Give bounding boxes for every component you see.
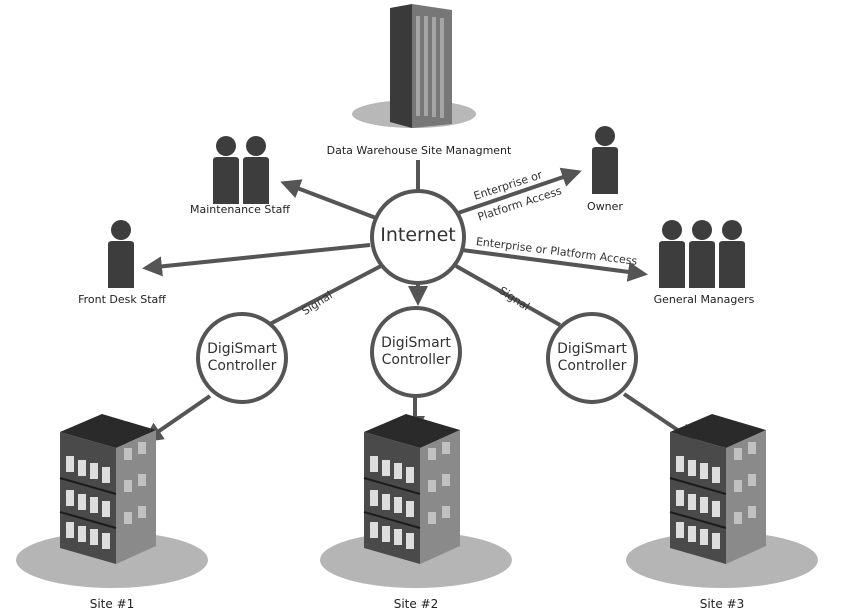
internet-node — [370, 189, 466, 285]
general-managers-label: General Managers — [653, 293, 755, 306]
controller-label-1-line1: DigiSmart — [207, 341, 277, 357]
edge-internet-controller-1 — [267, 264, 382, 327]
maintenance-staff-icon — [213, 136, 269, 204]
owner-icon — [592, 126, 618, 194]
general-managers-icon — [659, 220, 745, 288]
site-2-label: Site #2 — [393, 597, 439, 611]
controller-node-1 — [196, 312, 288, 404]
front-desk-staff-icon — [108, 220, 134, 288]
site-2-building-icon — [319, 413, 513, 589]
controller-label-3: DigiSmart Controller — [548, 341, 636, 375]
controller-label-2-line2: Controller — [381, 352, 451, 368]
controller-node-3 — [546, 312, 638, 404]
controller-label-3-line2: Controller — [557, 358, 627, 374]
maintenance-staff-label: Maintenance Staff — [190, 203, 290, 216]
controller-label-3-line1: DigiSmart — [557, 341, 627, 357]
site-1-building-icon — [15, 413, 209, 589]
connections — [142, 160, 698, 444]
controller-node-2 — [370, 306, 462, 398]
site-3-label: Site #3 — [699, 597, 745, 611]
site-1-label: Site #1 — [89, 597, 135, 611]
controller-label-2-line1: DigiSmart — [381, 335, 451, 351]
edge-internet-gm — [461, 248, 648, 282]
edge-internet-owner — [457, 167, 582, 215]
edge-controller-site-1 — [142, 394, 212, 443]
controller-label-1: DigiSmart Controller — [198, 341, 286, 375]
edge-internet-maintenance — [280, 179, 377, 220]
front-desk-staff-label: Front Desk Staff — [78, 293, 166, 306]
internet-label: Internet — [380, 224, 456, 246]
data-warehouse-label: Data Warehouse Site Managment — [326, 144, 512, 157]
controller-label-2: DigiSmart Controller — [372, 335, 460, 369]
owner-label: Owner — [587, 200, 623, 213]
site-3-building-icon — [625, 413, 819, 589]
data-warehouse-icon — [352, 4, 476, 128]
controller-label-1-line2: Controller — [207, 358, 277, 374]
edge-internet-frontdesk — [142, 243, 371, 277]
edge-internet-controller-3 — [455, 264, 561, 327]
